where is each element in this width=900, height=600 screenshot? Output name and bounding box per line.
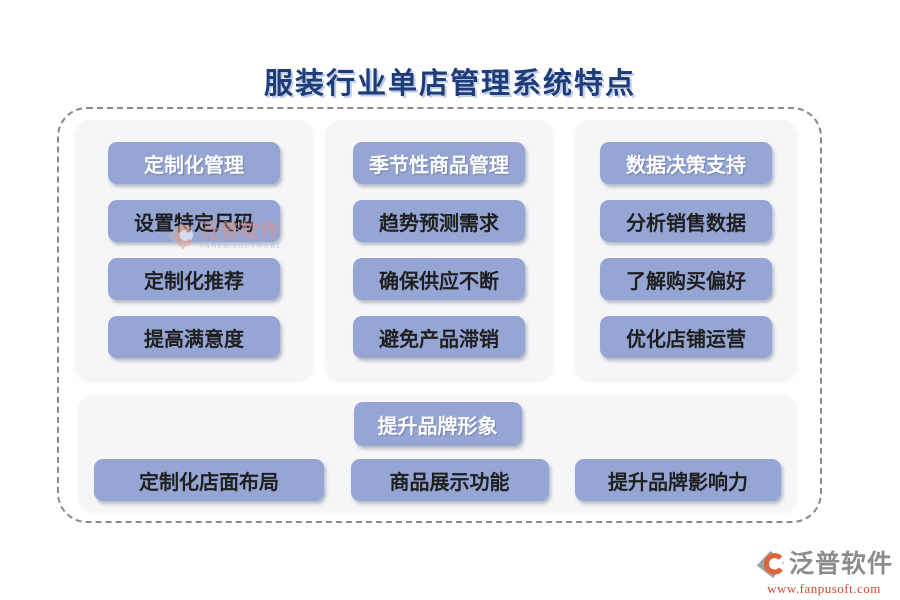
feature-pill: 提高满意度 bbox=[108, 316, 280, 358]
watermark-brand: 泛普软件 bbox=[200, 221, 281, 242]
watermark-text: 泛普软件 FANPU SOFTWARE bbox=[200, 222, 282, 250]
feature-pill: 设置特定尺码 bbox=[108, 200, 280, 242]
footer-url: www.fanpusoft.com bbox=[767, 581, 881, 596]
fanpu-logo-icon bbox=[167, 222, 195, 250]
feature-pill: 趋势预测需求 bbox=[353, 200, 525, 242]
watermark-subtitle: FANPU SOFTWARE bbox=[200, 242, 283, 250]
bottom-feature-row: 定制化店面布局 商品展示功能 提升品牌影响力 bbox=[78, 459, 797, 501]
footer-logo: 泛普软件 www.fanpusoft.com bbox=[755, 549, 893, 595]
feature-header-pill: 数据决策支持 bbox=[600, 142, 772, 184]
footer-brand: 泛普软件 bbox=[788, 551, 893, 578]
footer-logo-row: 泛普软件 bbox=[755, 549, 893, 580]
feature-pill: 提升品牌影响力 bbox=[575, 459, 781, 501]
dashed-frame: 定制化管理 设置特定尺码 定制化推荐 提高满意度 季节性商品管理 趋势预测需求 … bbox=[57, 107, 822, 523]
feature-header-pill: 季节性商品管理 bbox=[353, 142, 525, 184]
feature-group-seasonal: 季节性商品管理 趋势预测需求 确保供应不断 避免产品滞销 bbox=[325, 120, 553, 380]
feature-pill: 定制化推荐 bbox=[108, 258, 280, 300]
feature-pill: 了解购买偏好 bbox=[600, 258, 772, 300]
page-title: 服装行业单店管理系统特点 bbox=[263, 68, 636, 100]
feature-group-customization: 定制化管理 设置特定尺码 定制化推荐 提高满意度 bbox=[75, 120, 313, 380]
watermark: 泛普软件 FANPU SOFTWARE bbox=[166, 221, 282, 251]
feature-pill: 确保供应不断 bbox=[353, 258, 525, 300]
feature-pill: 定制化店面布局 bbox=[94, 459, 324, 501]
feature-header-pill: 定制化管理 bbox=[108, 142, 280, 184]
feature-header-pill: 提升品牌形象 bbox=[353, 402, 522, 446]
feature-pill: 避免产品滞销 bbox=[353, 316, 525, 358]
fanpu-logo-icon bbox=[756, 550, 785, 579]
feature-group-brand: 提升品牌形象 定制化店面布局 商品展示功能 提升品牌影响力 bbox=[78, 395, 797, 511]
feature-pill: 优化店铺运营 bbox=[600, 316, 772, 358]
feature-group-data-decision: 数据决策支持 分析销售数据 了解购买偏好 优化店铺运营 bbox=[575, 120, 797, 380]
feature-pill: 商品展示功能 bbox=[350, 459, 549, 501]
feature-pill: 分析销售数据 bbox=[600, 200, 772, 242]
